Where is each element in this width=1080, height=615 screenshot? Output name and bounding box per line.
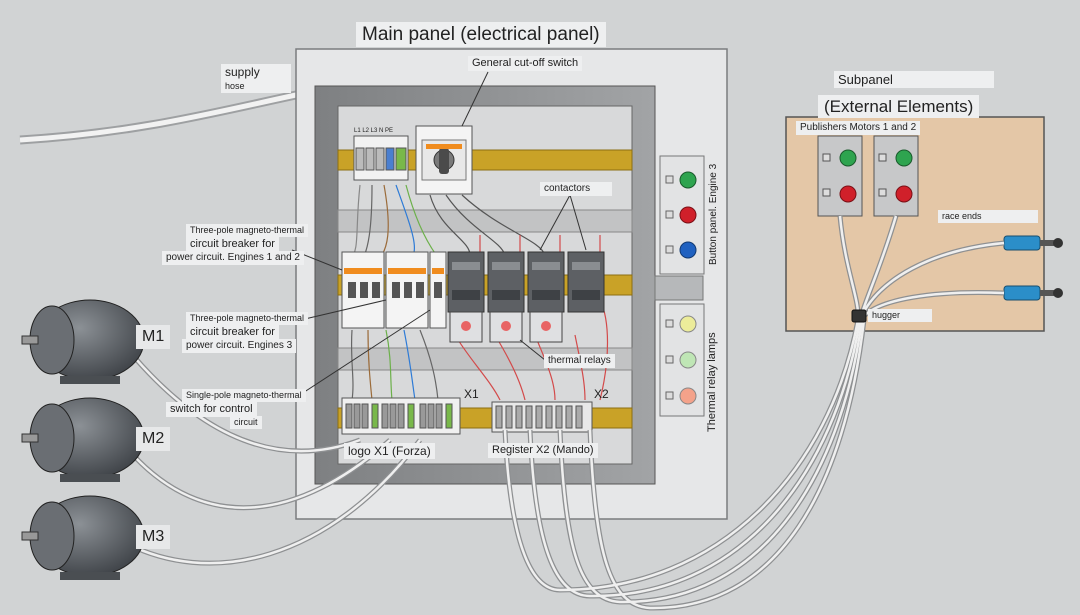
breaker3-line1: Three-pole magneto-thermal (186, 312, 309, 325)
button-panel-label: Button panel. Engine 3 (708, 163, 719, 265)
m3-label: M3 (136, 525, 171, 549)
general-cutoff-switch (415, 125, 473, 195)
terminal-block-x1 (341, 397, 461, 435)
register-x2-label: Register X2 (Mando) (488, 443, 598, 458)
thermal-relay-lamps (659, 303, 705, 417)
m2-label: M2 (136, 427, 171, 451)
main-panel-title: Main panel (electrical panel) (356, 22, 606, 47)
circuit-breakers (341, 251, 447, 329)
contactors-label: contactors (540, 182, 612, 196)
supply-hose (19, 85, 321, 145)
terminal-block-x2 (491, 401, 593, 433)
hugger-label: hugger (868, 309, 932, 322)
motor-cables (118, 338, 422, 566)
single-pole-line3: circuit (230, 416, 262, 429)
general-cutoff-label: General cut-off switch (468, 56, 583, 71)
external-elements-title: (External Elements) (818, 95, 980, 118)
breaker12-line3: power circuit. Engines 1 and 2 (162, 251, 304, 265)
logo-x1-label: logo X1 (Forza) (344, 443, 435, 459)
breaker12-line1: Three-pole magneto-thermal (186, 224, 309, 237)
limit-switches (1003, 235, 1063, 301)
breaker12-line2: circuit breaker for (186, 237, 279, 252)
publishers-label: Publishers Motors 1 and 2 (796, 121, 921, 135)
m1-label: M1 (136, 325, 171, 349)
supply-label: supply (221, 64, 291, 80)
subpanel-title: Subpanel (834, 71, 994, 88)
motor-m3 (21, 495, 145, 580)
x1-label: X1 (464, 387, 479, 401)
thermal-relays-group (449, 311, 563, 343)
single-pole-line2: switch for control (166, 402, 257, 417)
thermal-relay-lamps-label: Thermal relay lamps (706, 332, 718, 432)
contactors-group (447, 251, 605, 313)
terminal-codes-label: L1 L2 L3 N PE (354, 128, 394, 134)
single-pole-line1: Single-pole magneto-thermal (182, 389, 306, 402)
motor-m2 (21, 397, 145, 482)
x2-label: X2 (594, 387, 609, 401)
button-panel-engine3 (659, 155, 705, 275)
breaker3-line2: circuit breaker for (186, 325, 279, 340)
supply-terminals (353, 135, 409, 181)
hose-label: hose (221, 80, 291, 93)
breaker3-line3: power circuit. Engines 3 (182, 339, 297, 353)
race-ends-label: race ends (938, 210, 1038, 223)
thermal-relays-label: thermal relays (544, 354, 615, 368)
motor-m1 (21, 299, 145, 384)
external-cables (502, 215, 1005, 611)
